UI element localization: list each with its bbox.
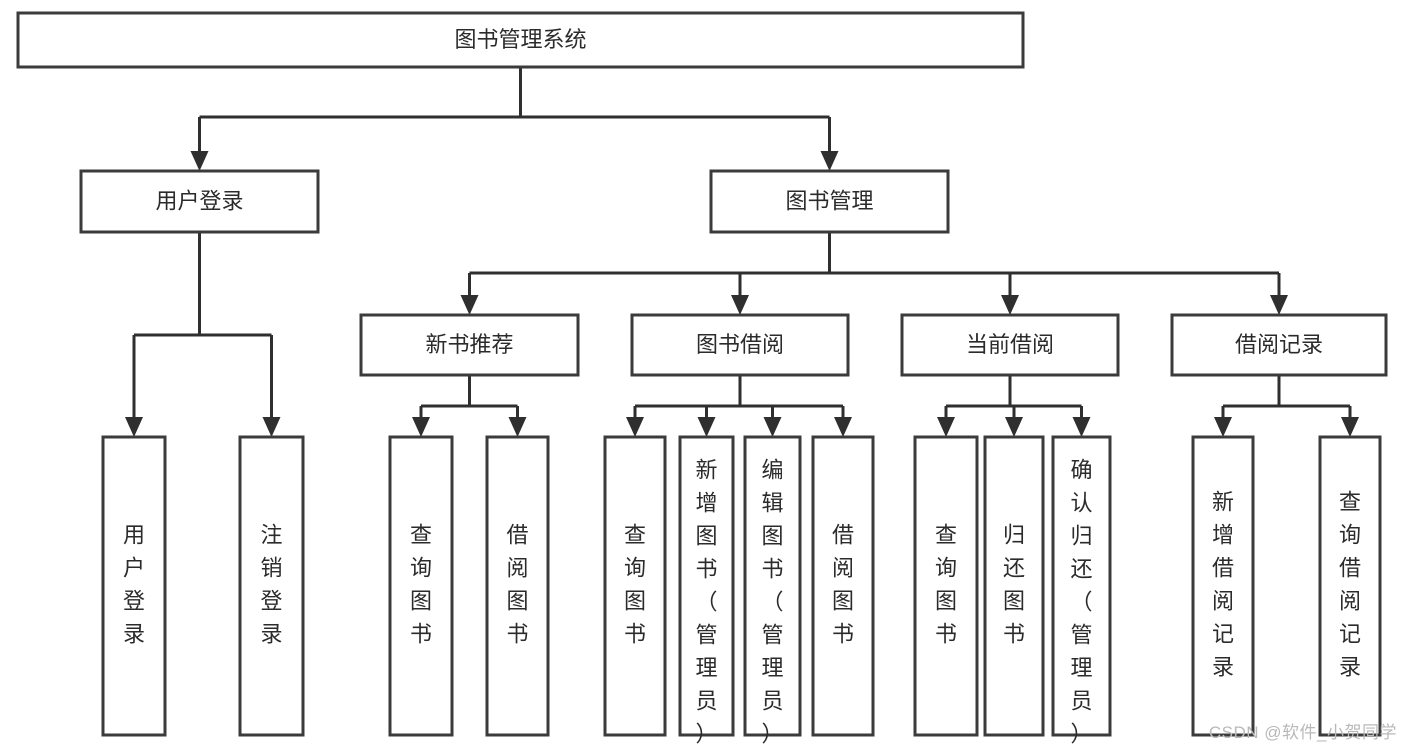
arrow-head-icon [626,417,644,437]
node-box-leaf-borrow-book-1 [485,435,550,737]
node-box-leaf-add-borrow-record [1191,435,1255,737]
node-label-leaf-query-book-3: 查询图书 [935,522,957,646]
node-label-leaf-user-login: 用户登录 [123,522,145,646]
node-leaf-user-login[interactable]: 用户登录 [101,435,167,737]
node-user-login[interactable]: 用户登录 [79,169,320,234]
edge-group-new-book-recommend [412,375,527,437]
node-box-leaf-confirm-return [1051,435,1112,737]
arrow-head-icon [1001,295,1019,315]
edge-group-book-management [460,232,1288,315]
node-label-current-borrow: 当前借阅 [966,332,1054,357]
node-borrow-record[interactable]: 借阅记录 [1170,313,1388,377]
node-box-leaf-query-book-1 [388,435,454,737]
edge-group-current-borrow [937,375,1091,437]
node-box-leaf-add-book [678,435,735,737]
arrow-head-icon [1214,417,1232,437]
node-box-leaf-query-book-2 [603,435,667,737]
edge-group-root [190,67,839,171]
arrow-head-icon [1072,417,1091,437]
arrow-head-icon [190,151,209,171]
node-box-root [16,11,1025,69]
node-leaf-query-borrow-record[interactable]: 查询借阅记录 [1318,435,1382,737]
node-label-leaf-query-borrow-record: 查询借阅记录 [1339,489,1361,679]
arrow-head-icon [1270,295,1288,315]
arrow-head-icon [763,417,782,437]
node-leaf-return-book[interactable]: 归还图书 [983,435,1045,737]
node-box-book-borrow [630,313,850,377]
node-label-new-book-recommend: 新书推荐 [425,332,513,357]
arrow-head-icon [508,417,527,437]
node-leaf-query-book-1[interactable]: 查询图书 [388,435,454,737]
node-new-book-recommend[interactable]: 新书推荐 [359,313,580,377]
nodes-layer: 图书管理系统用户登录图书管理新书推荐图书借阅当前借阅借阅记录用户登录注销登录查询… [16,11,1388,746]
edge-group-borrow-record [1214,375,1359,437]
arrow-head-icon [697,417,716,437]
node-box-leaf-logout [238,435,305,737]
node-leaf-confirm-return[interactable]: 确认归还（管理员） [1051,435,1112,746]
watermark-label: CSDN @软件_小贺同学 [1208,723,1397,742]
node-label-leaf-query-book-2: 查询图书 [624,522,646,646]
node-leaf-query-book-2[interactable]: 查询图书 [603,435,667,737]
arrow-head-icon [820,151,839,171]
node-leaf-borrow-book-2[interactable]: 借阅图书 [811,435,875,737]
arrow-head-icon [262,417,281,437]
node-label-leaf-confirm-return: 确认归还（管理员） [1070,457,1092,746]
node-label-leaf-borrow-book-2: 借阅图书 [832,522,854,646]
node-label-book-management: 图书管理 [785,188,873,213]
arrow-head-icon [460,295,479,315]
node-box-current-borrow [900,313,1120,377]
arrow-head-icon [1341,417,1359,437]
arrow-head-icon [731,295,749,315]
node-root[interactable]: 图书管理系统 [16,11,1025,69]
node-current-borrow[interactable]: 当前借阅 [900,313,1120,377]
node-box-book-management [709,169,950,234]
edge-group-book-borrow [626,375,852,437]
node-book-borrow[interactable]: 图书借阅 [630,313,850,377]
node-box-user-login [79,169,320,234]
node-label-leaf-edit-book: 编辑图书（管理员） [761,457,783,746]
arrow-head-icon [125,417,143,437]
node-label-user-login: 用户登录 [155,188,243,213]
node-label-leaf-borrow-book-1: 借阅图书 [506,522,528,646]
node-leaf-borrow-book-1[interactable]: 借阅图书 [485,435,550,737]
arrow-head-icon [834,417,852,437]
node-leaf-logout[interactable]: 注销登录 [238,435,305,737]
node-box-leaf-user-login [101,435,167,737]
node-box-leaf-return-book [983,435,1045,737]
node-label-borrow-record: 借阅记录 [1235,332,1323,357]
connectors-layer [125,67,1359,437]
node-label-leaf-return-book: 归还图书 [1003,522,1025,646]
node-leaf-add-book[interactable]: 新增图书（管理员） [678,435,735,746]
node-leaf-add-borrow-record[interactable]: 新增借阅记录 [1191,435,1255,737]
node-box-leaf-edit-book [743,435,802,737]
node-label-leaf-logout: 注销登录 [260,522,282,646]
node-label-root: 图书管理系统 [454,27,586,52]
node-label-leaf-query-book-1: 查询图书 [410,522,432,646]
node-label-book-borrow: 图书借阅 [696,332,784,357]
node-box-leaf-query-borrow-record [1318,435,1382,737]
node-box-leaf-borrow-book-2 [811,435,875,737]
node-leaf-query-book-3[interactable]: 查询图书 [913,435,979,737]
node-box-new-book-recommend [359,313,580,377]
node-book-management[interactable]: 图书管理 [709,169,950,234]
arrow-head-icon [937,417,955,437]
node-box-leaf-query-book-3 [913,435,979,737]
edge-group-user-login [125,232,281,437]
node-leaf-edit-book[interactable]: 编辑图书（管理员） [743,435,802,746]
node-label-leaf-add-borrow-record: 新增借阅记录 [1212,489,1234,679]
arrow-head-icon [1005,417,1023,437]
arrow-head-icon [412,417,430,437]
node-box-borrow-record [1170,313,1388,377]
node-label-leaf-add-book: 新增图书（管理员） [695,457,717,746]
